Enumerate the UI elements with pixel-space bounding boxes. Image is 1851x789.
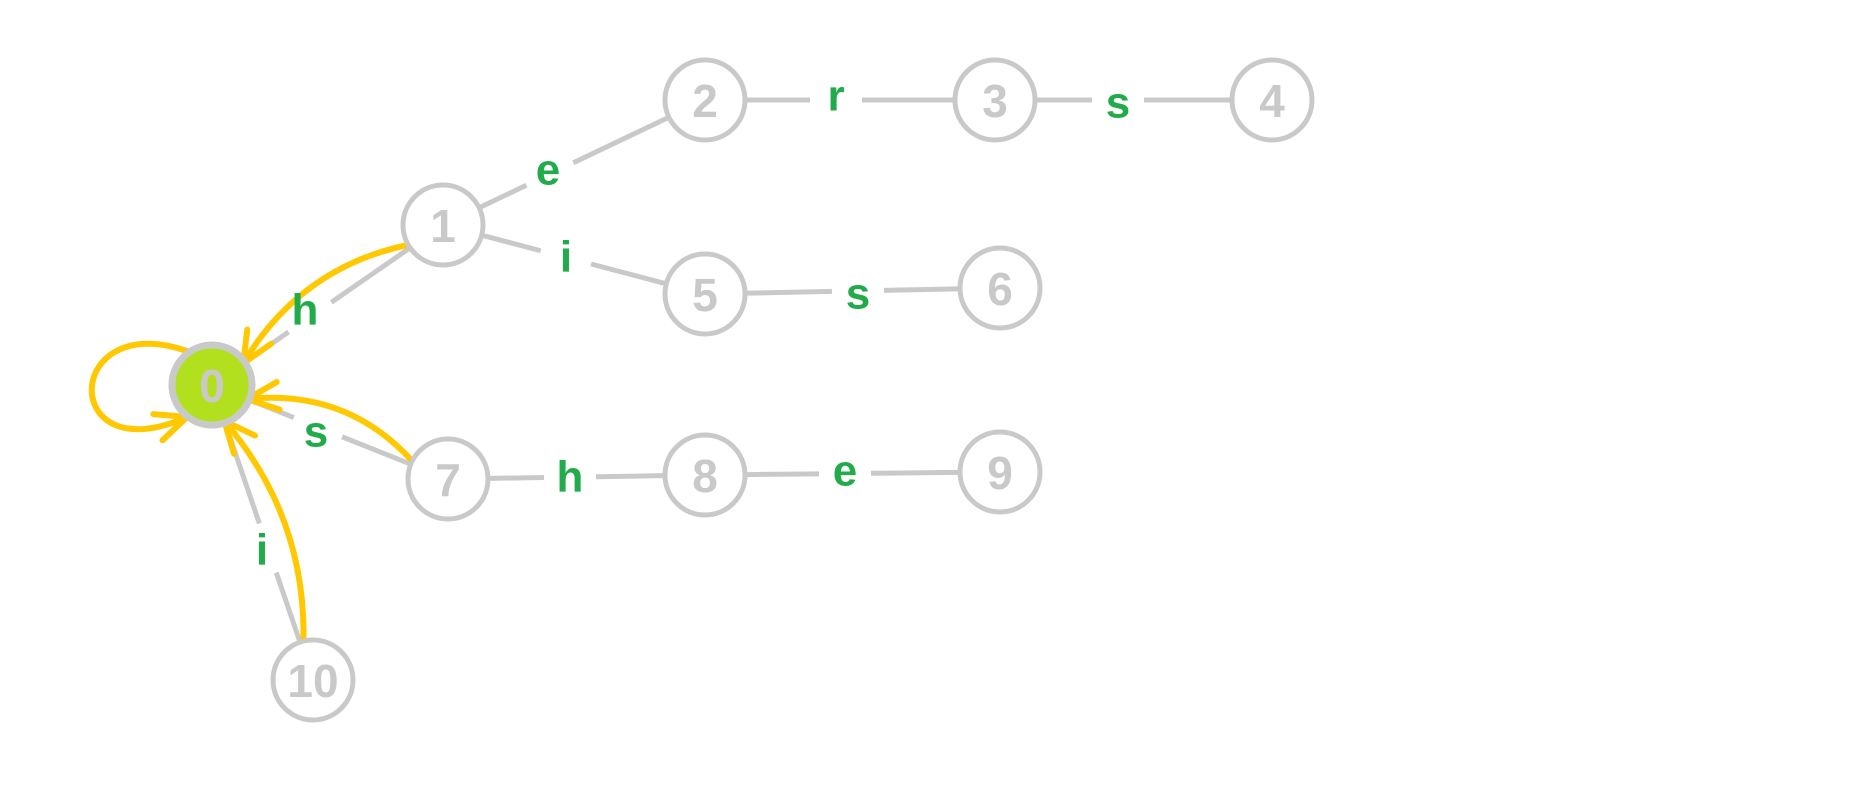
graph-node-0[interactable]: 0 <box>168 341 256 429</box>
tree-edge-layer <box>223 97 1230 642</box>
edge-label-e: e <box>536 146 560 195</box>
node-label: 10 <box>287 655 338 707</box>
graph-node-7[interactable]: 7 <box>405 436 491 522</box>
graph-node-1[interactable]: 1 <box>400 182 486 268</box>
graph-node-5[interactable]: 5 <box>662 251 748 337</box>
node-label: 3 <box>982 75 1008 127</box>
node-circle[interactable] <box>662 432 748 518</box>
node-label: 1 <box>430 200 456 252</box>
node-circle[interactable] <box>270 637 356 723</box>
tree-edge <box>489 473 664 481</box>
node-circle[interactable] <box>400 182 486 268</box>
node-layer: 0 1 2 3 4 5 6 7 8 9 10 <box>168 57 1315 723</box>
graph-node-6[interactable]: 6 <box>957 245 1043 331</box>
tree-edge <box>482 233 666 286</box>
edge-label-s: s <box>846 270 870 319</box>
graph-node-10[interactable]: 10 <box>270 637 356 723</box>
node-label: 8 <box>692 450 718 502</box>
tree-edge <box>746 286 959 296</box>
node-label: 6 <box>987 263 1013 315</box>
edge-label-h: h <box>292 286 319 335</box>
node-circle[interactable] <box>662 251 748 337</box>
node-circle[interactable] <box>662 57 748 143</box>
edge-label-i: i <box>560 233 572 282</box>
edge-label-s: s <box>304 408 328 457</box>
node-circle[interactable] <box>168 341 256 429</box>
edge-label-e: e <box>833 447 857 496</box>
node-circle[interactable] <box>405 436 491 522</box>
node-circle[interactable] <box>957 245 1043 331</box>
node-circle[interactable] <box>952 57 1038 143</box>
edge-label-h: h <box>557 453 584 502</box>
node-circle[interactable] <box>957 429 1043 515</box>
node-label: 4 <box>1259 75 1285 127</box>
node-label: 2 <box>692 75 718 127</box>
node-label: 5 <box>692 269 718 321</box>
node-label: 9 <box>987 447 1013 499</box>
tree-edge <box>479 115 669 210</box>
node-label: 0 <box>199 360 225 412</box>
graph-node-4[interactable]: 4 <box>1229 57 1315 143</box>
suffix-link <box>240 242 411 367</box>
suffix-link-layer <box>88 242 415 643</box>
node-circle[interactable] <box>1229 57 1315 143</box>
node-label: 7 <box>435 454 461 506</box>
tree-edge <box>746 469 959 478</box>
edge-label-i: i <box>256 526 268 575</box>
graph-node-2[interactable]: 2 <box>662 57 748 143</box>
suffix-link <box>244 379 415 464</box>
edge-label-s: s <box>1106 79 1130 128</box>
graph-node-3[interactable]: 3 <box>952 57 1038 143</box>
graph-node-9[interactable]: 9 <box>957 429 1043 515</box>
edge-label-r: r <box>827 72 844 121</box>
graph-node-8[interactable]: 8 <box>662 432 748 518</box>
